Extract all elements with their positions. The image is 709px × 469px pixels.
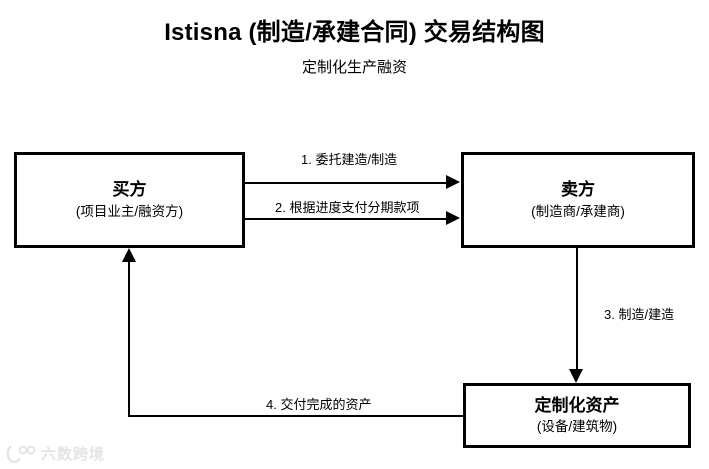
edge-2-label: 2. 根据进度支付分期款项	[272, 197, 423, 216]
watermark-text: 六数跨境	[41, 446, 106, 463]
edge-3-label: 3. 制造/建造	[601, 304, 678, 323]
node-seller[interactable]: 卖方 (制造商/承建商)	[461, 152, 695, 248]
node-asset-title: 定制化资产	[534, 395, 620, 415]
edge-4-line-horizontal	[128, 415, 464, 417]
edge-4-label: 4. 交付完成的资产	[263, 394, 375, 413]
edge-2-line	[245, 218, 446, 220]
node-asset[interactable]: 定制化资产 (设备/建筑物)	[463, 383, 691, 448]
node-buyer[interactable]: 买方 (项目业主/融资方)	[14, 152, 245, 248]
edge-4-arrowhead-icon	[122, 248, 136, 262]
edge-3-arrowhead-icon	[569, 369, 583, 383]
watermark: 六数跨境	[6, 443, 105, 464]
edge-1-label: 1. 委托建造/制造	[298, 149, 401, 168]
node-asset-subtitle: (设备/建筑物)	[536, 419, 618, 435]
logo-mark-icon	[6, 445, 36, 463]
node-buyer-subtitle: (项目业主/融资方)	[75, 203, 184, 219]
page-subtitle: 定制化生产融资	[301, 59, 407, 76]
edge-1-arrowhead-icon	[446, 175, 460, 189]
edge-2-arrowhead-icon	[446, 211, 460, 225]
edge-4-line-vertical	[128, 262, 130, 417]
edge-1-line	[245, 182, 446, 184]
node-buyer-title: 买方	[112, 180, 147, 200]
node-seller-subtitle: (制造商/承建商)	[531, 203, 625, 219]
node-seller-title: 卖方	[561, 180, 595, 200]
edge-3-line	[576, 248, 578, 369]
page-title: Istisna (制造/承建合同) 交易结构图	[164, 19, 545, 46]
